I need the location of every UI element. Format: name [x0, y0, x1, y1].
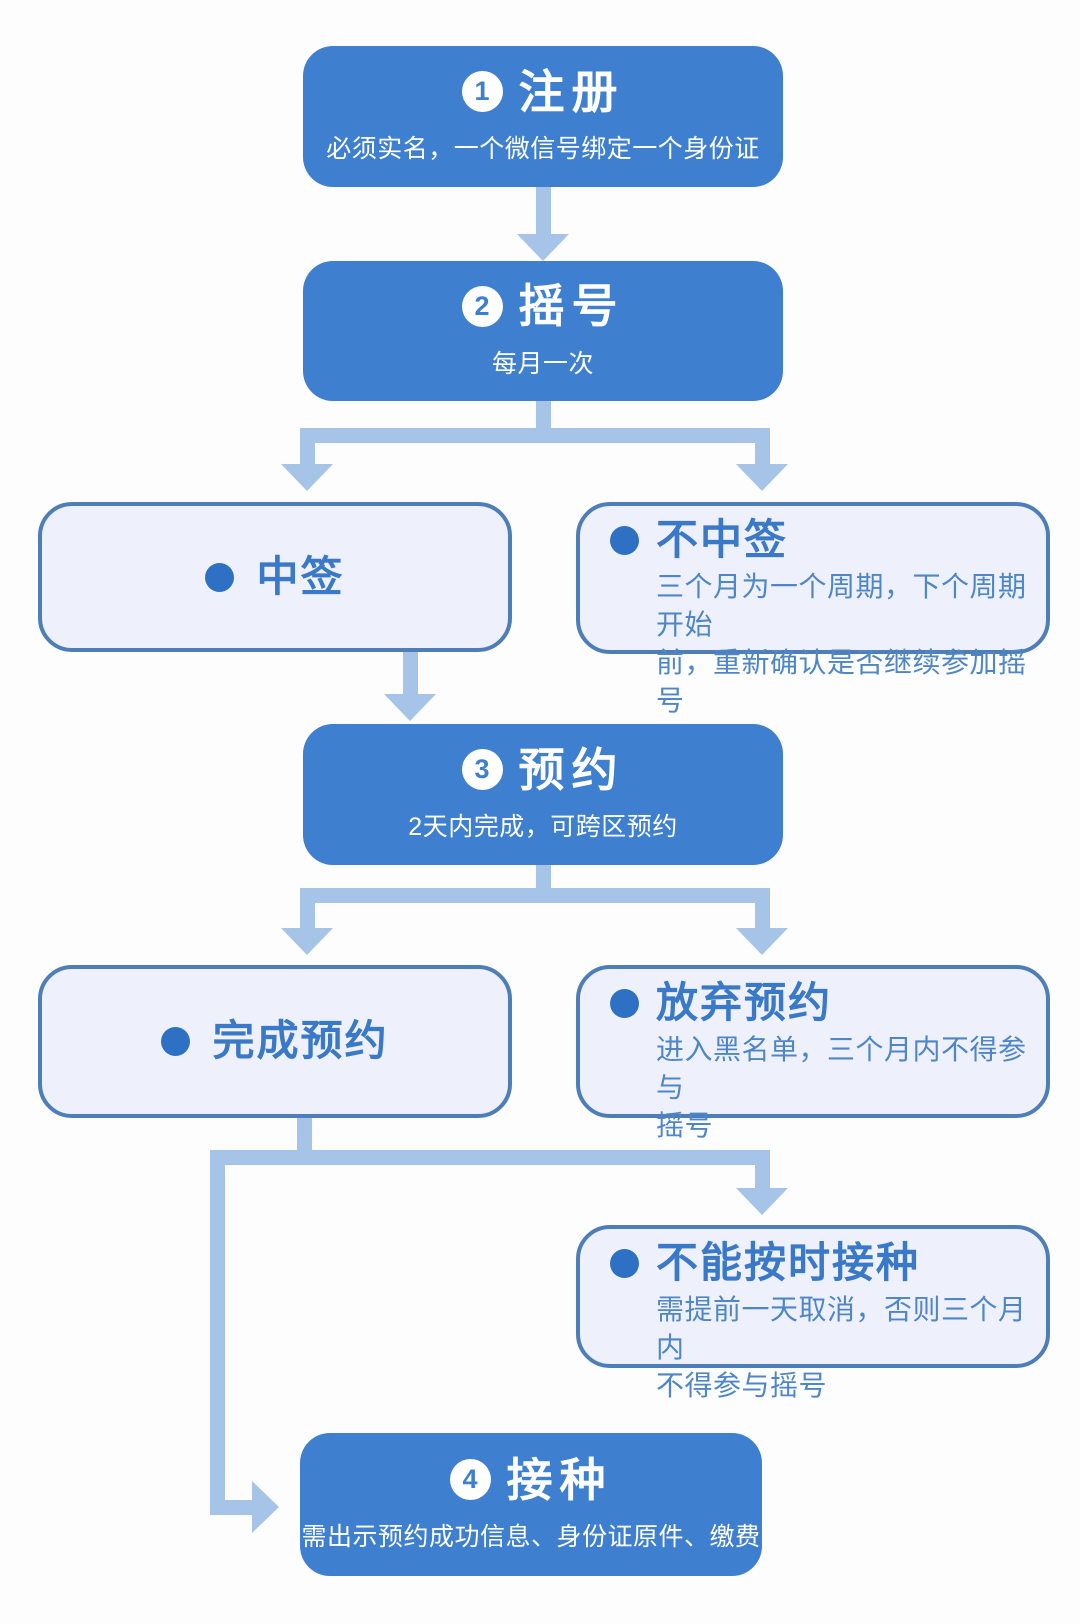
outcome-title: 不能按时接种 — [656, 1238, 921, 1286]
connector-branch-to-complete-line — [300, 888, 315, 930]
arrowhead-down-icon — [517, 234, 569, 261]
step-title: 接种 — [506, 1453, 613, 1506]
step-box-reserve: 3 预约 2天内完成，可跨区预约 — [303, 724, 783, 865]
arrowhead-down-icon — [736, 464, 788, 491]
step-subtitle: 必须实名，一个微信号绑定一个身份证 — [326, 135, 760, 164]
outcome-body: 需提前一天取消，否则三个月内 不得参与摇号 — [656, 1294, 1027, 1402]
outcome-title-row: 放弃预约 — [610, 979, 1030, 1027]
step-title-row: 4 接种 — [449, 1453, 613, 1506]
step-title-row: 1 注册 — [461, 65, 625, 118]
step-number-badge: 4 — [449, 1459, 491, 1501]
connector-complete-branch-stub — [297, 1118, 312, 1154]
connector-reserve-branch-bar — [300, 888, 770, 903]
arrowhead-down-icon — [281, 464, 333, 491]
step-number-badge: 3 — [461, 749, 503, 791]
outcome-box-lose: 不中签 三个月为一个周期，下个周期开始 前，重新确认是否继续参加摇号 — [576, 502, 1050, 716]
connector-reserve-branch-stub — [536, 864, 551, 892]
step-title-row: 3 预约 — [461, 743, 625, 796]
bullet-icon — [610, 525, 639, 555]
outcome-title-row: 不中签 — [610, 516, 1030, 564]
step-title-row: 2 摇号 — [461, 280, 625, 333]
arrowhead-down-icon — [736, 1188, 788, 1215]
step-number-badge: 2 — [461, 285, 503, 327]
outcome-box-abandon: 放弃预约 进入黑名单，三个月内不得参与 摇号 — [576, 965, 1050, 1141]
bullet-icon — [610, 988, 639, 1018]
arrowhead-down-icon — [384, 694, 436, 721]
outcome-title: 不中签 — [656, 515, 789, 563]
step-title: 预约 — [518, 743, 625, 796]
outcome-box-win: 中签 — [38, 502, 512, 652]
outcome-body: 三个月为一个周期，下个周期开始 前，重新确认是否继续参加摇号 — [656, 571, 1027, 717]
connector-branch-to-late-line — [755, 1150, 770, 1190]
outcome-title: 放弃预约 — [656, 978, 833, 1026]
bullet-icon — [610, 1248, 639, 1278]
outcome-box-late: 不能按时接种 需提前一天取消，否则三个月内 不得参与摇号 — [576, 1225, 1050, 1401]
arrowhead-down-icon — [736, 928, 788, 955]
connector-lottery-branch-stub — [536, 400, 551, 432]
step-title: 摇号 — [518, 280, 625, 333]
arrowhead-down-icon — [281, 928, 333, 955]
outcome-title-row: 不能按时接种 — [610, 1239, 1030, 1287]
step-number-badge: 1 — [461, 71, 503, 113]
step-box-vaccinate: 4 接种 需出示预约成功信息、身份证原件、缴费 — [300, 1433, 762, 1576]
bullet-icon — [205, 562, 235, 592]
connector-register-lottery-line — [536, 186, 551, 236]
connector-complete-vaccinate-vline — [210, 1150, 225, 1515]
outcome-title: 完成预约 — [212, 1017, 389, 1065]
connector-win-reserve-line — [403, 650, 418, 696]
step-title: 注册 — [518, 65, 625, 118]
connector-complete-branch-bar — [210, 1150, 770, 1165]
connector-branch-to-abandon-line — [755, 888, 770, 930]
outcome-title: 中签 — [256, 552, 345, 600]
step-box-lottery: 2 摇号 每月一次 — [303, 261, 783, 401]
step-box-register: 1 注册 必须实名，一个微信号绑定一个身份证 — [303, 46, 783, 187]
outcome-box-complete: 完成预约 — [38, 965, 512, 1118]
step-subtitle: 每月一次 — [491, 349, 594, 378]
connector-complete-vaccinate-hline — [210, 1500, 254, 1515]
step-subtitle: 需出示预约成功信息、身份证原件、缴费 — [301, 1523, 761, 1552]
bullet-icon — [161, 1027, 191, 1056]
connector-branch-to-win-line — [300, 428, 315, 466]
connector-lottery-branch-bar — [300, 428, 770, 443]
connector-branch-to-lose-line — [755, 428, 770, 466]
outcome-body: 进入黑名单，三个月内不得参与 摇号 — [656, 1034, 1027, 1142]
arrowhead-right-icon — [252, 1481, 279, 1533]
step-subtitle: 2天内完成，可跨区预约 — [408, 813, 678, 842]
